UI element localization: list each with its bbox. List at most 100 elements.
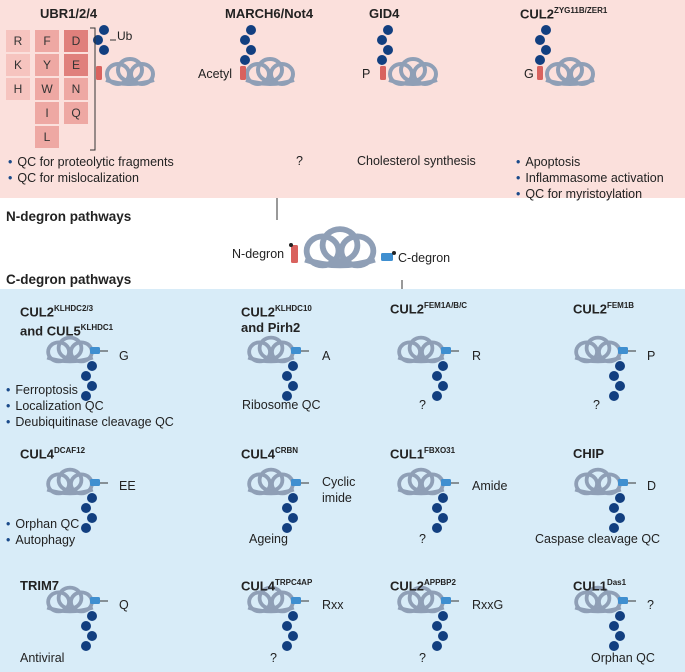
protein-coil: [574, 335, 622, 364]
row1-function-3: ?: [593, 398, 600, 412]
march-title: MARCH6/Not4: [225, 6, 314, 21]
row1-function-2: ?: [419, 398, 426, 412]
function-item: Localization QC: [6, 398, 174, 414]
ubiquitin-icon: [87, 631, 97, 641]
cul4-crbn-title: CUL4CRBN: [241, 446, 299, 462]
function-item: Deubiquitinase cleavage QC: [6, 414, 173, 430]
row1-degron-2: R: [472, 349, 482, 363]
protein-coil: [46, 467, 94, 496]
function-item: QC for mislocalization: [8, 170, 174, 186]
ubiquitin-icon: [438, 611, 448, 621]
cul2-fem1abc-title: CUL2FEM1A/B/C: [390, 301, 468, 317]
cul2-klhdc2-title: CUL2KLHDC2/3 and CUL5KLHDC1: [20, 304, 114, 339]
cul4-dcaf12-title: CUL4DCAF12: [20, 446, 86, 462]
gid4-function: Cholesterol synthesis: [357, 154, 476, 168]
c-degron-pathways-heading: C-degron pathways: [6, 272, 132, 287]
residue-cell: R: [6, 30, 30, 52]
cul2-zyg-functions: Apoptosis Inflammasome activation QC for…: [516, 154, 663, 202]
ubiquitin-icon: [432, 641, 442, 651]
c-degron-tag: [291, 479, 301, 486]
row1-degron-1: A: [322, 349, 331, 363]
ubiquitin-icon: [246, 25, 256, 35]
residue-cell: K: [6, 54, 30, 76]
ubiquitin-icon: [87, 513, 97, 523]
row3-function-3: Orphan QC: [591, 651, 655, 665]
ubiquitin-icon: [81, 621, 91, 631]
ubiquitin-icon: [246, 45, 256, 55]
row2-degron-2: Amide: [472, 479, 508, 493]
protein-coil: [247, 467, 295, 496]
ubiquitin-icon: [432, 503, 442, 513]
row3-function-1: ?: [270, 651, 277, 665]
n-degron-tag: [240, 66, 246, 80]
n-degron-tag: [537, 66, 543, 80]
ubiquitin-icon: [288, 361, 298, 371]
row3-degron-3: ?: [647, 598, 654, 612]
row3-degron-0: Q: [119, 598, 129, 612]
ubiquitin-icon: [432, 391, 442, 401]
row1-degron-0: G: [119, 349, 129, 363]
ubiquitin-icon: [81, 371, 91, 381]
c-degron-label: C-degron: [398, 251, 451, 265]
ubiquitin-icon: [609, 523, 619, 533]
protein-coil: [46, 335, 94, 364]
c-terminus-dot: [392, 251, 396, 255]
trim7-title: TRIM7: [20, 578, 59, 593]
c-degron-tag: [441, 597, 451, 604]
ubiquitin-icon: [438, 631, 448, 641]
ubiquitin-icon: [609, 371, 619, 381]
row2-function-3: Caspase cleavage QC: [535, 532, 661, 546]
protein-coil: [105, 57, 155, 86]
c-degron-tag: [441, 479, 451, 486]
ubiquitin-icon: [432, 371, 442, 381]
ubiquitin-icon: [282, 641, 292, 651]
ubiquitin-icon: [282, 503, 292, 513]
ub-label: Ub: [117, 29, 133, 43]
ubiquitin-icon: [282, 523, 292, 533]
row2-degron-0: EE: [119, 479, 136, 493]
ubiquitin-icon: [383, 25, 393, 35]
residue-cell: D: [64, 30, 88, 52]
ubiquitin-icon: [282, 391, 292, 401]
ubiquitin-icon: [99, 45, 109, 55]
row2-function-1: Ageing: [249, 532, 288, 546]
protein-coil: [247, 335, 295, 364]
row1-degron-3: P: [647, 349, 656, 363]
ubiquitin-icon: [377, 35, 387, 45]
ubiquitin-icon: [432, 621, 442, 631]
central-n-tag: [291, 245, 298, 263]
protein-coil: [397, 335, 445, 364]
residue-cell: Q: [64, 102, 88, 124]
ubiquitin-icon: [615, 631, 625, 641]
function-item: Ferroptosis: [6, 382, 174, 398]
function-item: QC for proteolytic fragments: [8, 154, 173, 170]
gid4-degron-label: P: [362, 67, 371, 81]
chip-title: CHIP: [573, 446, 605, 461]
residue-cell: N: [64, 78, 88, 100]
ubr-functions: QC for proteolytic fragments QC for misl…: [8, 154, 174, 186]
c-degron-panel: [0, 289, 685, 672]
ubiquitin-icon: [609, 621, 619, 631]
n-degron-pathways-heading: N-degron pathways: [6, 209, 132, 224]
c-degron-tag: [90, 347, 100, 354]
protein-coil: [574, 467, 622, 496]
ubiquitin-icon: [438, 493, 448, 503]
residue-cell: F: [35, 30, 59, 52]
ubiquitin-icon: [377, 55, 387, 65]
ubiquitin-icon: [432, 523, 442, 533]
ubiquitin-icon: [240, 55, 250, 65]
ubiquitin-icon: [288, 381, 298, 391]
c-degron-tag: [291, 597, 301, 604]
cul2-klhdc10-title: CUL2KLHDC10 and Pirh2: [241, 304, 312, 336]
cul2-klhdc2-functions: Ferroptosis Localization QC Deubiquitina…: [6, 382, 174, 430]
ubiquitin-icon: [81, 503, 91, 513]
march-function: ?: [296, 154, 303, 168]
row2-function-2: ?: [419, 532, 426, 546]
protein-coil: [545, 57, 595, 86]
ubiquitin-icon: [81, 523, 91, 533]
ubiquitin-icon: [609, 641, 619, 651]
c-degron-tag: [90, 479, 100, 486]
ubiquitin-icon: [99, 25, 109, 35]
